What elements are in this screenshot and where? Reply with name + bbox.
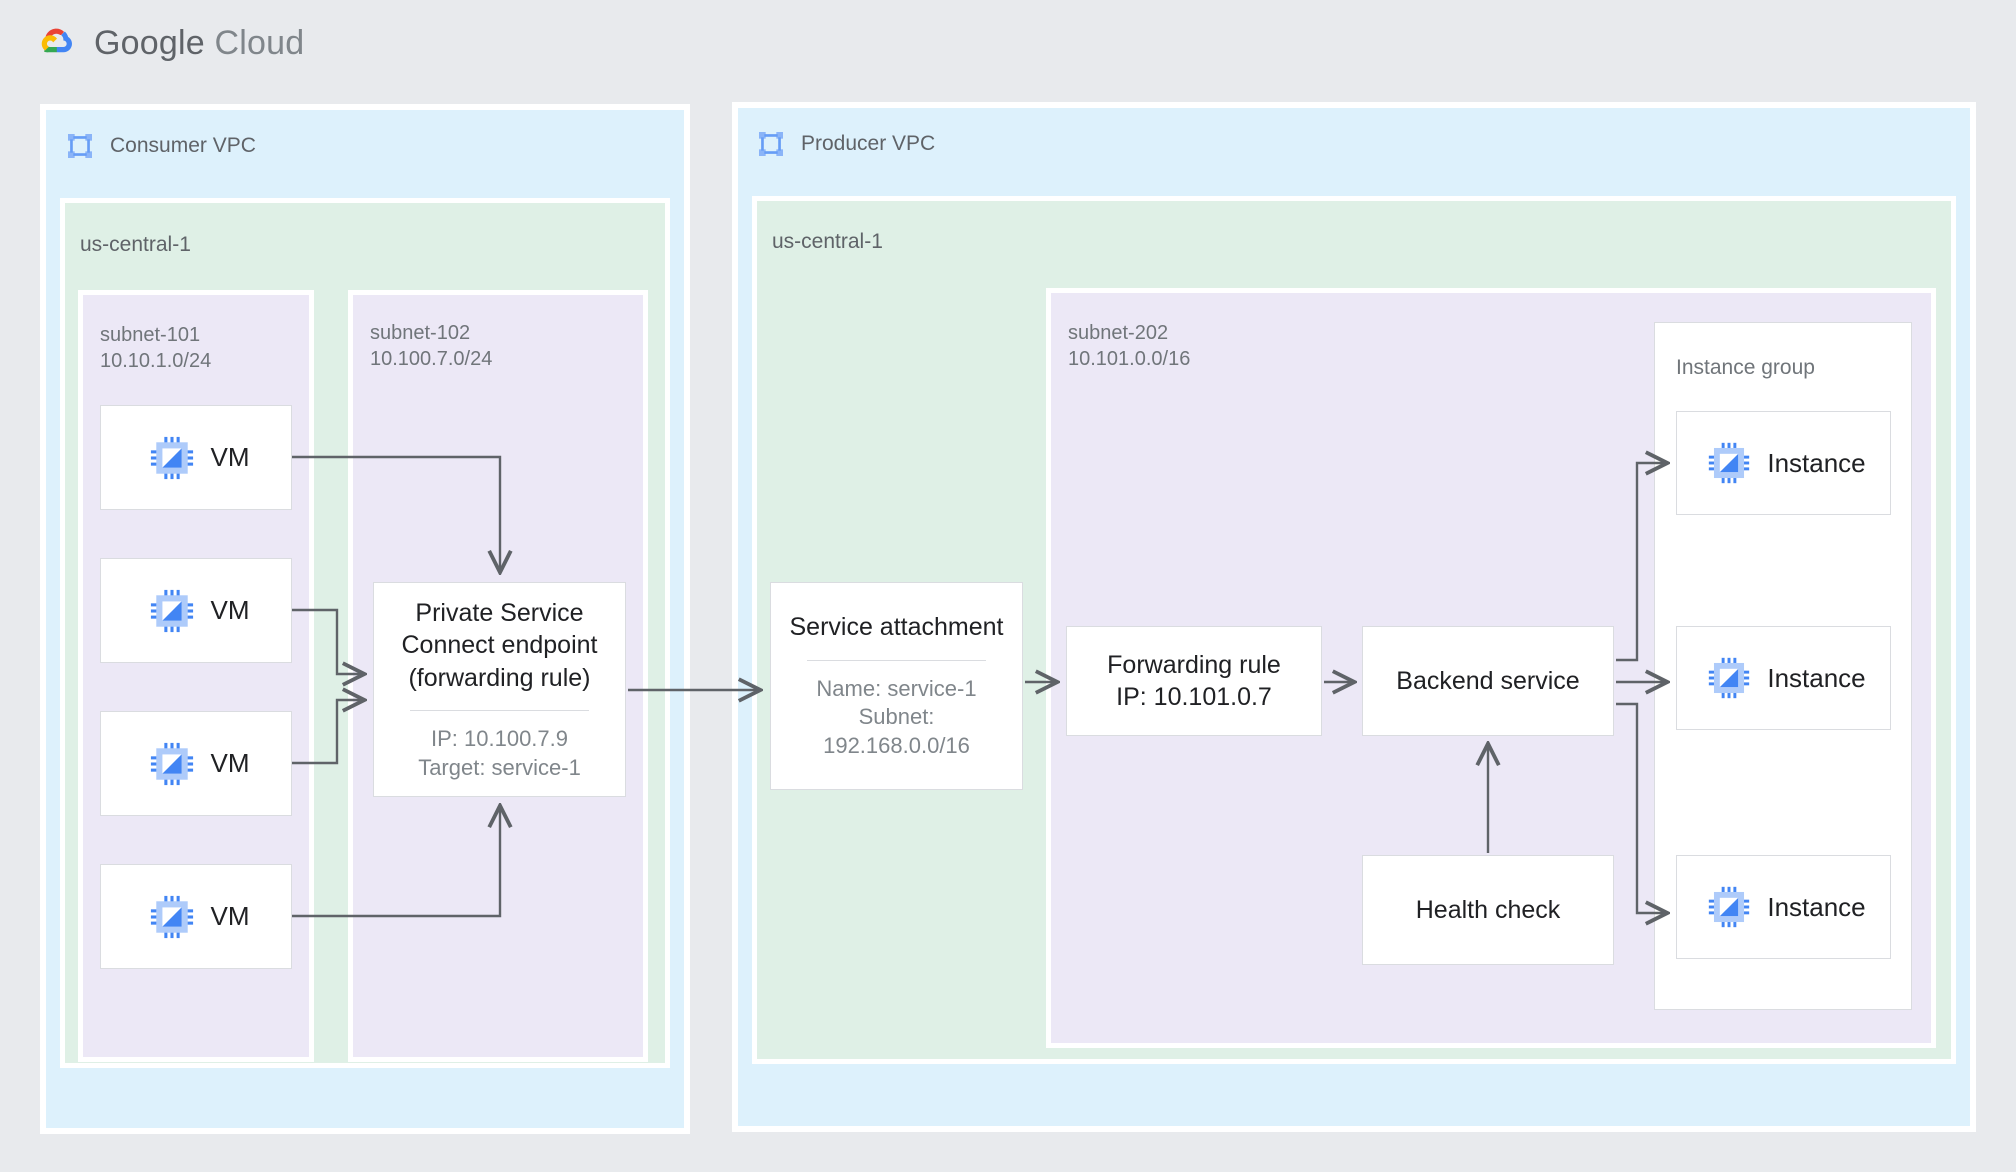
subnet-102-name: subnet-102 — [370, 322, 471, 344]
instance-node-1-label: Instance — [1767, 447, 1866, 478]
vm-chip-icon — [150, 742, 193, 785]
subnet-101-cidr: 10.10.1.0/24 — [100, 350, 212, 373]
subnet-102-cidr: 10.100.7.0/24 — [370, 348, 493, 371]
vpc-icon — [68, 134, 92, 158]
psc-endpoint-node[interactable]: Private Service Connect endpoint (forwar… — [373, 582, 626, 797]
producer-region-label: us-central-1 — [772, 230, 883, 253]
brand-word-google: Google — [94, 23, 205, 62]
instance-group-label: Instance group — [1676, 356, 1815, 379]
health-check-node[interactable]: Health check — [1362, 855, 1614, 965]
backend-service-node[interactable]: Backend service — [1362, 626, 1614, 736]
subnet-202-label: subnet-202 10.101.0.0/16 — [1068, 320, 1190, 373]
psc-endpoint-title: Private Service Connect endpoint (forwar… — [401, 598, 598, 692]
instance-node-2[interactable]: Instance — [1676, 626, 1891, 730]
service-attachment-divider — [807, 659, 986, 661]
vm-node-2[interactable]: VM — [100, 558, 292, 663]
vm-node-4-label: VM — [210, 901, 250, 931]
consumer-region-label: us-central-1 — [80, 233, 191, 256]
vm-chip-icon — [150, 589, 193, 632]
consumer-vpc-title: Consumer VPC — [110, 134, 256, 157]
brand-wordmark: Google Cloud — [94, 24, 304, 63]
vm-node-1[interactable]: VM — [100, 405, 292, 510]
instance-node-3-label: Instance — [1767, 891, 1866, 922]
vm-node-2-label: VM — [210, 595, 250, 625]
vm-node-3[interactable]: VM — [100, 711, 292, 816]
instance-node-2-label: Instance — [1767, 662, 1866, 693]
vm-node-1-label: VM — [210, 442, 250, 472]
vm-chip-icon — [1709, 657, 1750, 699]
vm-chip-icon — [150, 436, 193, 479]
producer-vpc-title: Producer VPC — [801, 132, 936, 155]
vm-node-4[interactable]: VM — [100, 864, 292, 969]
health-check-text: Health check — [1415, 896, 1561, 924]
vm-chip-icon — [150, 895, 193, 938]
producer-vpc-header: Producer VPC — [755, 128, 935, 160]
vpc-icon — [759, 132, 783, 156]
brand-word-cloud: Cloud — [214, 23, 305, 62]
instance-node-1[interactable]: Instance — [1676, 411, 1891, 515]
psc-endpoint-details: IP: 10.100.7.9 Target: service-1 — [418, 726, 581, 780]
google-cloud-brand: Google Cloud — [32, 22, 304, 64]
service-attachment-details: Name: service-1 Subnet: 192.168.0.0/16 — [816, 675, 977, 759]
vm-chip-icon — [1709, 886, 1750, 928]
psc-endpoint-divider — [410, 710, 589, 712]
instance-node-3[interactable]: Instance — [1676, 855, 1891, 959]
subnet-202-name: subnet-202 — [1068, 322, 1169, 344]
subnet-202-cidr: 10.101.0.0/16 — [1068, 348, 1191, 371]
subnet-101-label: subnet-101 10.10.1.0/24 — [100, 322, 211, 375]
vm-node-3-label: VM — [210, 748, 250, 778]
forwarding-rule-node[interactable]: Forwarding rule IP: 10.101.0.7 — [1066, 626, 1322, 736]
consumer-vpc-header: Consumer VPC — [64, 130, 256, 162]
service-attachment-title: Service attachment — [789, 613, 1004, 642]
vm-chip-icon — [1709, 442, 1750, 484]
subnet-101-name: subnet-101 — [100, 324, 201, 346]
google-cloud-logo — [41, 28, 72, 53]
backend-service-text: Backend service — [1396, 667, 1580, 695]
subnet-102-label: subnet-102 10.100.7.0/24 — [370, 320, 492, 373]
forwarding-rule-text: Forwarding rule IP: 10.101.0.7 — [1107, 651, 1281, 711]
service-attachment-node[interactable]: Service attachment Name: service-1 Subne… — [770, 582, 1023, 790]
